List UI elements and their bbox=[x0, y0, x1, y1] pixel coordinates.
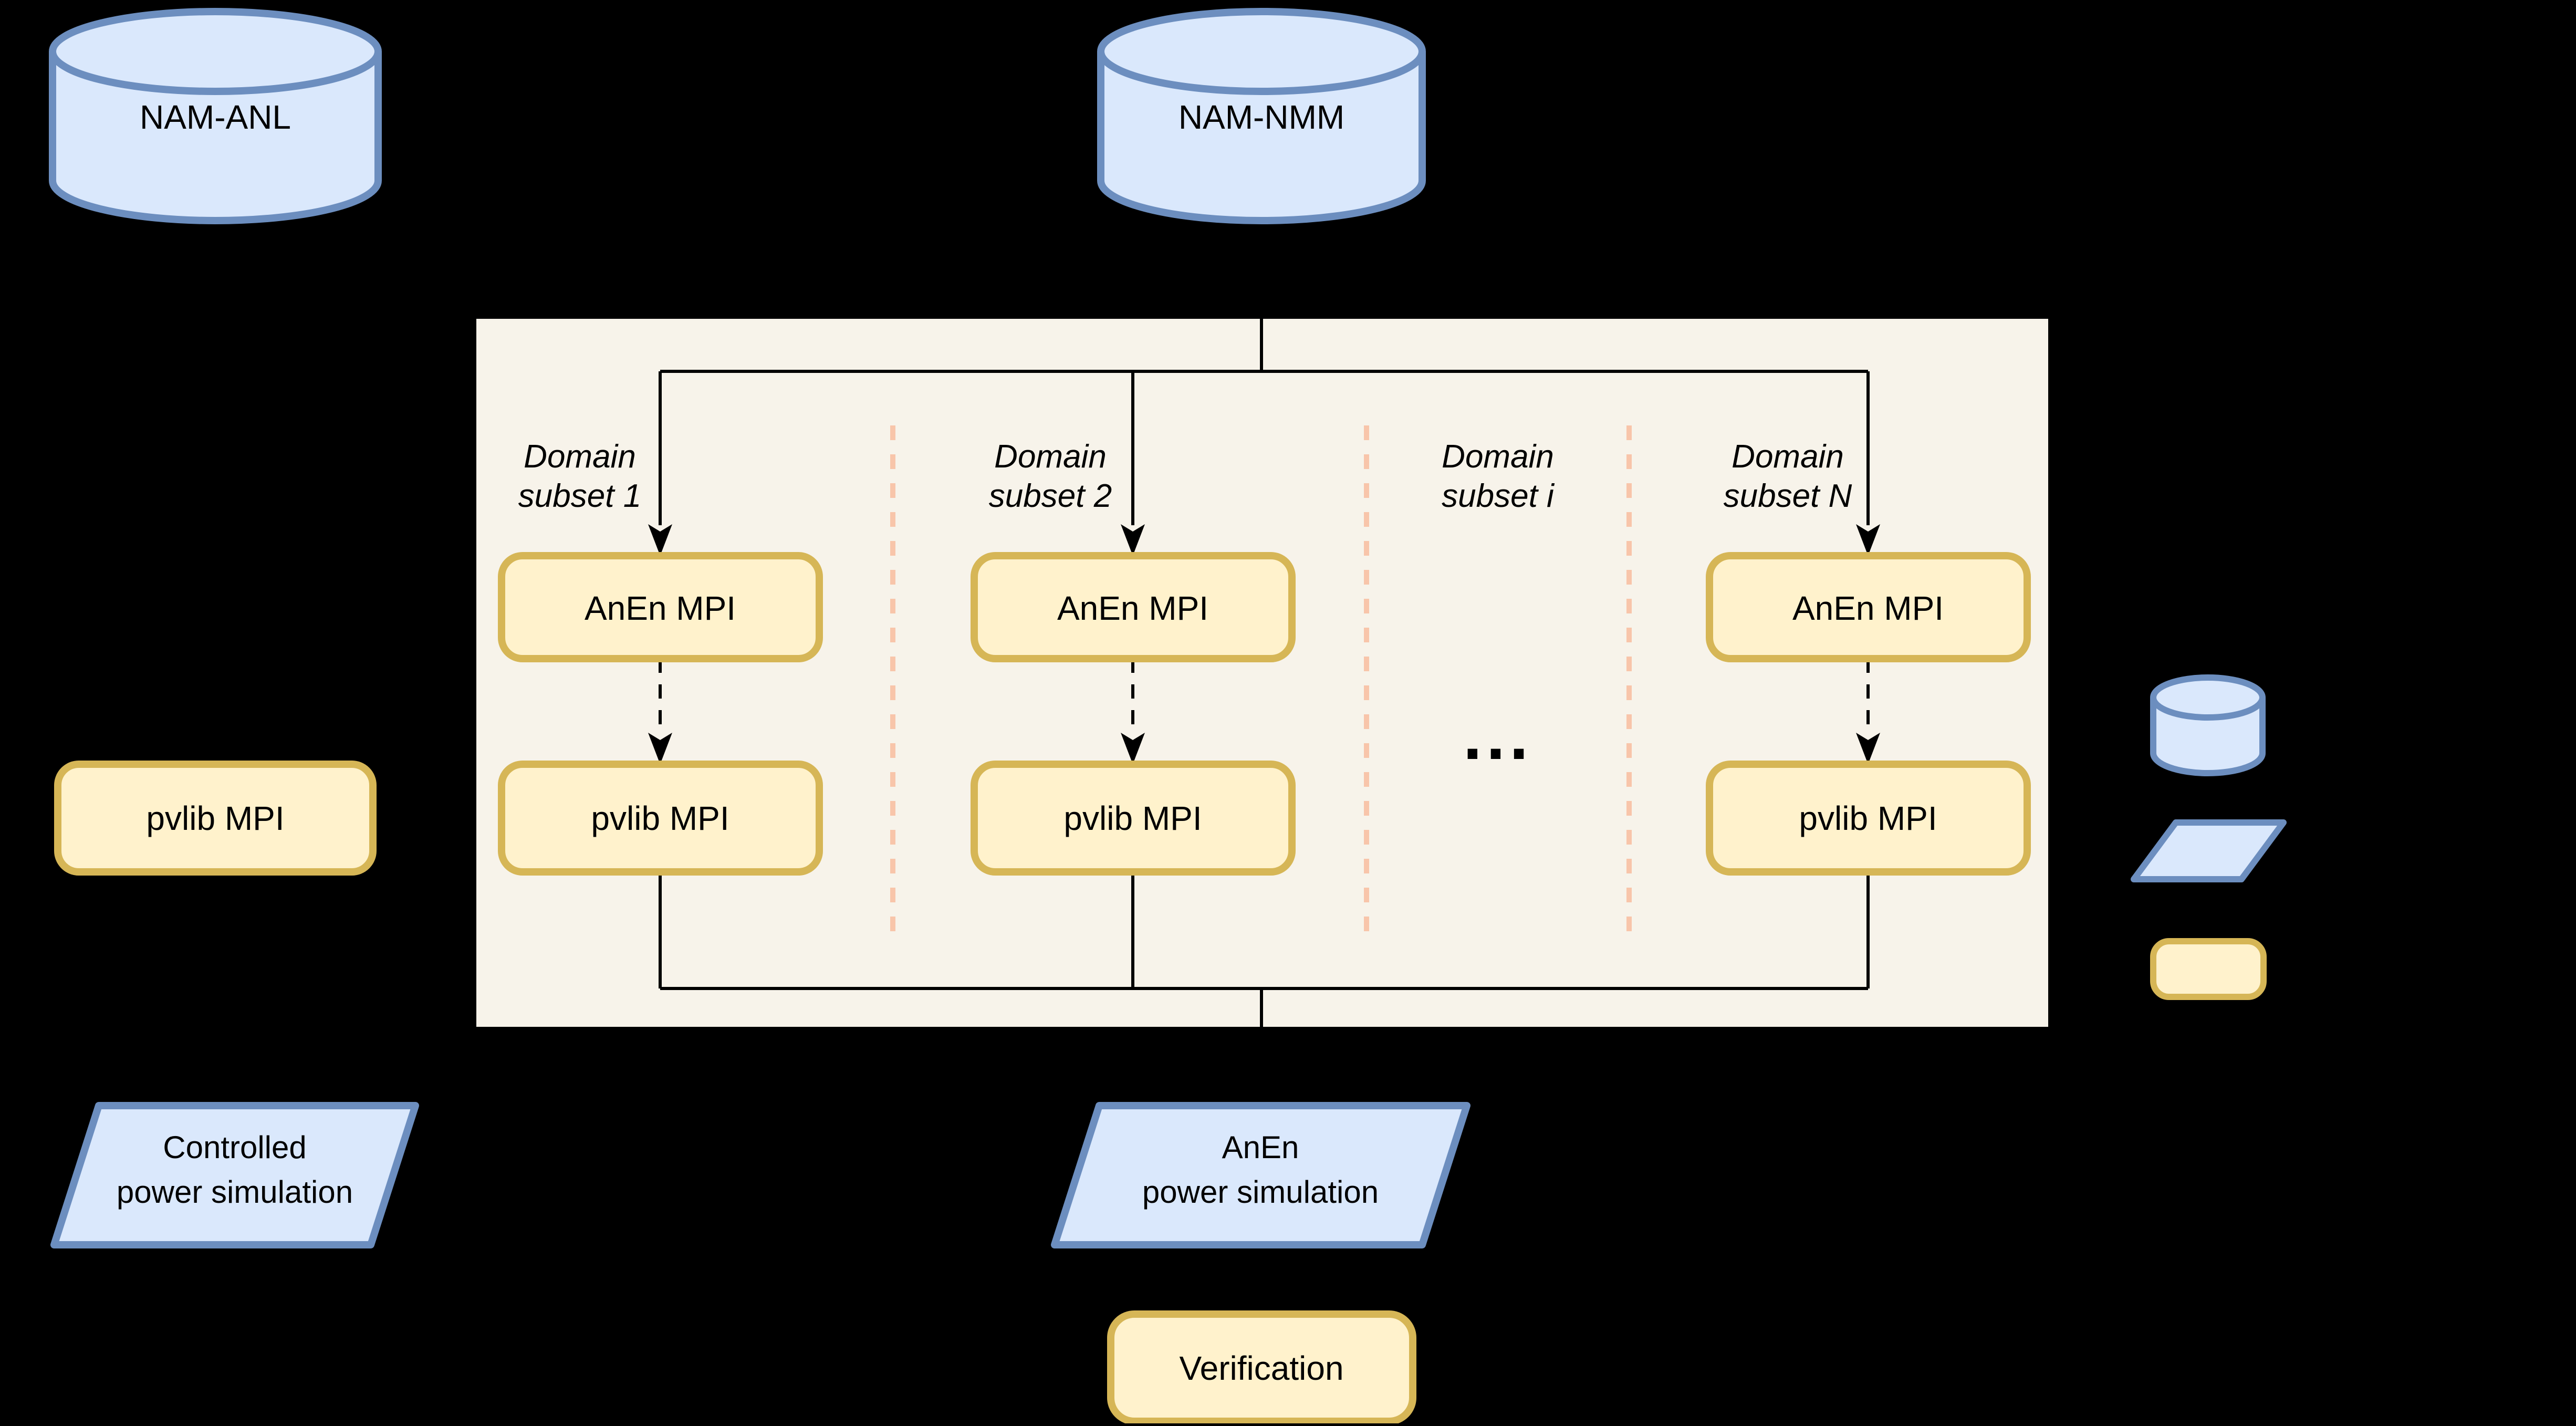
arrowhead-controlled bbox=[203, 1076, 227, 1107]
svg-text:Verification: Verification bbox=[1179, 1349, 1343, 1387]
anen-mpi-box-1: AnEn MPI bbox=[498, 552, 823, 662]
arrowhead-anen-2 bbox=[1121, 524, 1145, 556]
nam-nmm-cylinder: NAM-NMM bbox=[1097, 8, 1426, 224]
arrowhead-left-pvlib bbox=[203, 735, 227, 767]
svg-text:Domain: Domain bbox=[994, 439, 1107, 475]
legend-process-icon bbox=[2150, 938, 2267, 1000]
svg-text:Controlled: Controlled bbox=[163, 1130, 307, 1165]
connector-controlled-to-verification bbox=[233, 1245, 1087, 1369]
nam-nmm-label: NAM-NMM bbox=[1179, 98, 1344, 136]
legend-io-parallelogram-icon bbox=[2131, 819, 2287, 882]
cylinder-top bbox=[49, 8, 382, 95]
ellipsis-label: ... bbox=[1463, 697, 1532, 774]
svg-text:Domain: Domain bbox=[1732, 439, 1844, 475]
legend bbox=[2131, 674, 2287, 1000]
svg-text:Domain: Domain bbox=[1442, 439, 1554, 475]
svg-text:pvlib MPI: pvlib MPI bbox=[146, 799, 284, 837]
svg-text:power simulation: power simulation bbox=[117, 1174, 353, 1210]
nam-anl-cylinder: NAM-ANL bbox=[49, 8, 382, 224]
svg-text:AnEn: AnEn bbox=[1222, 1130, 1299, 1165]
domain-subset-2-label: Domain subset 2 bbox=[989, 439, 1112, 514]
arrowhead-anen-n bbox=[1856, 524, 1880, 556]
arrowhead-pvlib-1 bbox=[648, 733, 672, 764]
controlled-power-simulation: Controlled power simulation bbox=[50, 1102, 419, 1248]
domain-subset-1-label: Domain subset 1 bbox=[518, 439, 641, 514]
svg-text:subset 1: subset 1 bbox=[518, 478, 641, 514]
svg-text:power simulation: power simulation bbox=[1142, 1174, 1379, 1210]
svg-text:Domain: Domain bbox=[524, 439, 636, 475]
arrowhead-pvlib-2 bbox=[1121, 733, 1145, 764]
svg-text:AnEn MPI: AnEn MPI bbox=[585, 589, 736, 627]
svg-text:pvlib MPI: pvlib MPI bbox=[591, 799, 729, 837]
domain-subset-i-label: Domain subset i bbox=[1442, 439, 1555, 514]
legend-database-icon bbox=[2150, 674, 2266, 776]
svg-text:pvlib MPI: pvlib MPI bbox=[1063, 799, 1202, 837]
arrowhead-verification-left bbox=[1088, 1355, 1120, 1379]
verification-box: Verification bbox=[1107, 1310, 1416, 1425]
anen-mpi-box-n: AnEn MPI bbox=[1706, 552, 2031, 662]
svg-text:subset 2: subset 2 bbox=[989, 478, 1112, 514]
anen-power-simulation: AnEn power simulation bbox=[1051, 1102, 1470, 1248]
arrowhead-pvlib-n bbox=[1856, 733, 1880, 764]
svg-text:pvlib MPI: pvlib MPI bbox=[1799, 799, 1937, 837]
arrowhead-anen-sim bbox=[1249, 1074, 1274, 1106]
parallel-panel bbox=[476, 319, 2048, 1027]
svg-text:subset i: subset i bbox=[1442, 478, 1555, 514]
left-pvlib-mpi-box: pvlib MPI bbox=[54, 761, 377, 876]
domain-subset-n-label: Domain subset N bbox=[1724, 439, 1852, 514]
pvlib-mpi-box-2: pvlib MPI bbox=[971, 761, 1296, 876]
svg-text:AnEn MPI: AnEn MPI bbox=[1792, 589, 1944, 627]
pvlib-mpi-box-1: pvlib MPI bbox=[498, 761, 823, 876]
svg-text:AnEn MPI: AnEn MPI bbox=[1057, 589, 1208, 627]
pvlib-mpi-box-n: pvlib MPI bbox=[1706, 761, 2031, 876]
cylinder-top bbox=[1097, 8, 1426, 95]
anen-mpi-box-2: AnEn MPI bbox=[971, 552, 1296, 662]
nam-anl-label: NAM-ANL bbox=[140, 98, 291, 136]
arrowhead-anen-1 bbox=[648, 524, 672, 556]
arrowhead-verification-top bbox=[1249, 1285, 1274, 1317]
svg-text:subset N: subset N bbox=[1724, 478, 1852, 514]
